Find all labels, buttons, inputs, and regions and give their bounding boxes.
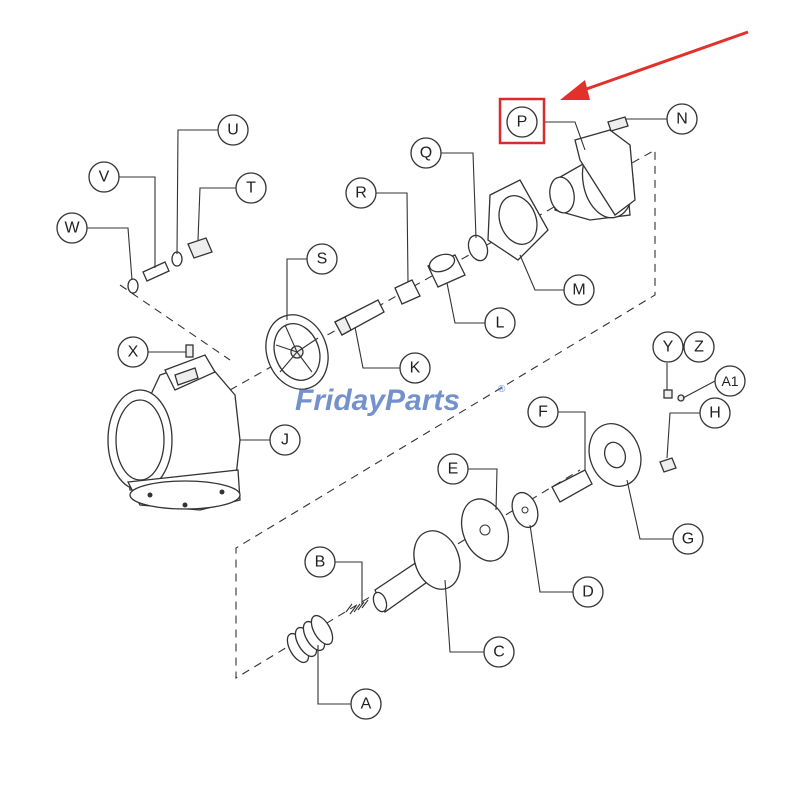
part-q-o-ring [467,234,489,262]
svg-text:W: W [64,220,80,237]
callout-a1: A1 [714,365,746,397]
svg-text:E: E [448,461,459,478]
part-t-nut [187,237,213,259]
svg-text:C: C [493,644,505,661]
callout-s: S [306,243,338,275]
callout-q: Q [410,137,442,169]
callout-z: Z [683,331,715,363]
part-v-pin [142,261,170,282]
svg-text:M: M [572,282,585,299]
part-l-bushing [427,253,466,288]
svg-text:J: J [281,432,289,449]
svg-text:H: H [709,405,721,422]
part-e-disc [460,498,510,562]
svg-text:L: L [496,315,505,332]
svg-text:S: S [317,251,328,268]
callout-t: T [235,172,267,204]
svg-text:B: B [315,554,326,571]
svg-text:A1: A1 [721,373,738,389]
svg-text:R: R [355,185,367,202]
part-m-gasket [487,179,549,261]
part-d-washer [511,491,539,529]
callout-r: R [345,177,377,209]
parts-y-z-a1 [663,389,685,402]
callout-f: F [527,396,559,428]
svg-text:P: P [517,114,528,131]
part-a-spring [286,614,334,664]
svg-text:D: D [582,584,594,601]
svg-text:U: U [227,122,239,139]
part-x-set-screw [185,344,194,358]
part-n-screw [607,116,629,132]
part-r-bushing [394,279,421,305]
callout-m: M [563,274,595,306]
svg-text:K: K [410,360,421,377]
svg-text:T: T [246,180,256,197]
callout-k: K [399,352,431,384]
svg-text:N: N [676,111,688,128]
part-u-washer [171,251,183,267]
svg-text:A: A [361,696,372,713]
fridayparts-watermark: FridayParts ® [295,384,506,417]
part-k-stem [334,299,385,336]
callout-b: B [304,546,336,578]
callout-y: Y [652,331,684,363]
callout-n: N [666,103,698,135]
part-p-bonnet [549,129,636,221]
callout-c: C [483,636,515,668]
part-j-valve-body [107,354,241,511]
callout-a: A [350,688,382,720]
callout-v: V [88,161,120,193]
part-f-stem [551,469,593,503]
part-g-flange [588,423,642,487]
part-b-spring [345,599,369,615]
red-pointer-arrow [560,30,749,100]
watermark-registered-mark: ® [498,384,506,395]
highlight-box-p [498,97,546,145]
callout-j: J [269,424,301,456]
svg-text:V: V [99,169,110,186]
svg-text:Y: Y [663,339,674,356]
callout-g: G [672,523,704,555]
callout-p: P [506,106,538,138]
leader-lines [87,118,716,705]
watermark-text: FridayParts [295,384,460,417]
callout-l: L [484,307,516,339]
part-h-screw [659,457,677,473]
callout-d: D [572,576,604,608]
part-s-handwheel [265,314,329,390]
part-c-seat [372,530,461,613]
part-w-washer [127,278,139,294]
callout-w: W [56,212,88,244]
callout-bubbles: P N Q M R L U V T W S X K J Y Z A1 F H E… [56,103,746,720]
callout-u: U [217,114,249,146]
svg-text:F: F [538,404,548,421]
callout-h: H [699,397,731,429]
svg-text:Q: Q [420,145,432,162]
callout-x: X [117,336,149,368]
parts-t-u-v-w [127,237,213,294]
svg-text:X: X [128,344,139,361]
svg-text:Z: Z [694,339,704,356]
callout-e: E [437,453,469,485]
svg-text:G: G [682,531,694,548]
